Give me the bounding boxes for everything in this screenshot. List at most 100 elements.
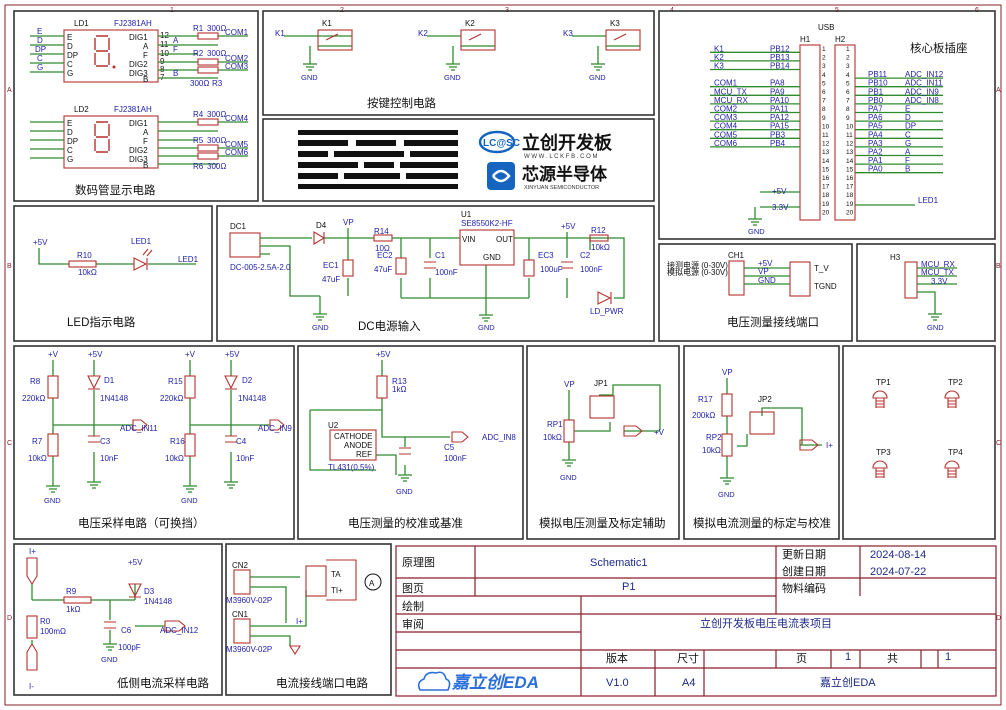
schematic-name: Schematic1	[590, 557, 647, 569]
core-right-pin: PB11	[868, 70, 888, 79]
lcsc-logo: LC@SC	[483, 138, 520, 149]
svg-text:模拟电源 (0-30V): 模拟电源 (0-30V)	[667, 267, 728, 277]
core-right-pin: PA3	[868, 139, 883, 148]
svg-text:OUT: OUT	[496, 235, 513, 244]
svg-text:GND: GND	[312, 323, 329, 332]
total-pages: 1	[945, 651, 951, 663]
svg-text:H3: H3	[890, 253, 901, 262]
h1-pin-number: 9	[822, 115, 826, 122]
svg-text:EC1: EC1	[323, 261, 339, 270]
test-point-label: TP2	[948, 378, 963, 387]
svg-text:COM4: COM4	[225, 114, 249, 123]
test-point-icon	[944, 390, 960, 408]
core-left-net: COM5	[714, 130, 738, 139]
border-row-label: D	[7, 615, 12, 622]
svg-text:LD_PWR: LD_PWR	[590, 307, 624, 316]
core-left-pin: PB14	[770, 62, 790, 71]
test-point-label: TP4	[948, 448, 963, 457]
core-left-net: COM6	[714, 139, 738, 148]
svg-text:GND: GND	[758, 276, 776, 285]
analog-i-section: VP JP2 R17 200kΩ RP2 10kΩ I+ GND 模拟电流测量的…	[683, 345, 840, 540]
svg-text:GND: GND	[748, 227, 765, 236]
svg-text:DIG3: DIG3	[129, 155, 148, 164]
svg-text:GND: GND	[478, 323, 495, 332]
size: A4	[682, 677, 695, 689]
version: V1.0	[606, 677, 629, 689]
core-left-net: COM1	[714, 79, 738, 88]
h2-pin-number: 1	[846, 46, 850, 53]
svg-text:100nF: 100nF	[444, 454, 467, 463]
core-right-net: F	[905, 156, 910, 165]
ld2-part: FJ2381AH	[114, 105, 152, 114]
svg-text:COM6: COM6	[225, 148, 249, 157]
key-k1: K1 K1 GND	[275, 19, 353, 82]
label-size: 尺寸	[677, 651, 699, 665]
keys-section: K1 K1 GND K2 K2 GND K3 K3 GND 按键控制电路	[262, 10, 655, 116]
core-left-pin: PA10	[770, 96, 790, 105]
svg-text:GND: GND	[301, 73, 318, 82]
svg-text:R10: R10	[77, 251, 92, 260]
svg-text:U2: U2	[328, 421, 339, 430]
svg-text:TL431(0.5%): TL431(0.5%)	[328, 463, 375, 472]
h2-pin-number: 3	[846, 63, 850, 70]
svg-text:R6: R6	[193, 162, 204, 171]
svg-text:I+: I+	[826, 441, 833, 450]
svg-text:10kΩ: 10kΩ	[543, 433, 562, 442]
svg-text:1kΩ: 1kΩ	[392, 385, 406, 394]
lcsc-url: W W W . L C K F B . C O M	[524, 154, 597, 160]
svg-text:U1: U1	[461, 210, 472, 219]
svg-text:ADC_IN11: ADC_IN11	[120, 424, 158, 433]
h1-pin-number: 2	[822, 55, 826, 62]
core-right-net: G	[905, 139, 911, 148]
svg-text:220kΩ: 220kΩ	[22, 394, 45, 403]
digit-display-section: LD1 FJ2381AH E D DP C G DIG1 A F DIG2 DI…	[13, 10, 259, 202]
svg-text:+5V: +5V	[758, 259, 773, 268]
dc-input-section: DC1 D4 VP EC1 47uF R14 10Ω EC2 47uF C1 1…	[216, 205, 655, 342]
section-title-vcal: 电压测量的校准或基准	[348, 516, 463, 530]
h1-pin-number: 3	[822, 63, 826, 70]
core-right-pin: PA5	[868, 122, 883, 131]
svg-text:JP2: JP2	[758, 395, 772, 404]
h2-pin-number: 19	[846, 201, 854, 208]
svg-text:SE8550K2-HF: SE8550K2-HF	[461, 219, 513, 228]
svg-text:EC3: EC3	[538, 251, 554, 260]
svg-text:R3: R3	[212, 79, 223, 88]
low-side-section: I+ I- R0 100mΩ R9 1kΩ +5V D3 1N4148 C6 1…	[13, 543, 223, 696]
core-left-pin: PB4	[770, 139, 786, 148]
h2-pin-number: 16	[846, 175, 854, 182]
border-row-label: B	[996, 263, 1001, 270]
svg-text:10kΩ: 10kΩ	[28, 454, 47, 463]
svg-text:C6: C6	[121, 626, 132, 635]
svg-text:47uF: 47uF	[374, 265, 392, 274]
h1-pin-number: 12	[822, 141, 830, 148]
svg-text:I+: I+	[296, 617, 303, 626]
svg-text:M3960V-02P: M3960V-02P	[226, 596, 272, 605]
svg-text:C3: C3	[100, 437, 111, 446]
svg-text:R5: R5	[193, 136, 204, 145]
svg-text:D2: D2	[242, 376, 253, 385]
svg-text:DP: DP	[35, 45, 46, 54]
core-left-net: K3	[714, 62, 724, 71]
section-title-digit: 数码管显示电路	[75, 183, 156, 197]
svg-text:GND: GND	[396, 487, 413, 496]
svg-text:+5V: +5V	[561, 222, 576, 231]
ammeter-icon: A	[369, 579, 375, 588]
svg-text:100pF: 100pF	[118, 643, 141, 652]
label-page: 图页	[402, 582, 424, 595]
svg-text:E: E	[67, 119, 72, 128]
h2-pin-number: 17	[846, 184, 854, 191]
key-k2: K2 K2 GND	[418, 19, 496, 82]
label-created: 创建日期	[782, 564, 826, 578]
svg-text:DP: DP	[67, 51, 78, 60]
core-right-pin: PA6	[868, 113, 883, 122]
svg-text:GND: GND	[181, 496, 198, 505]
section-title-i-port: 电流接线端口电路	[276, 676, 368, 690]
core-right-pin: PA0	[868, 165, 883, 174]
h2-pin-number: 6	[846, 89, 850, 96]
svg-text:F: F	[173, 45, 178, 54]
svg-text:+V: +V	[48, 350, 59, 359]
